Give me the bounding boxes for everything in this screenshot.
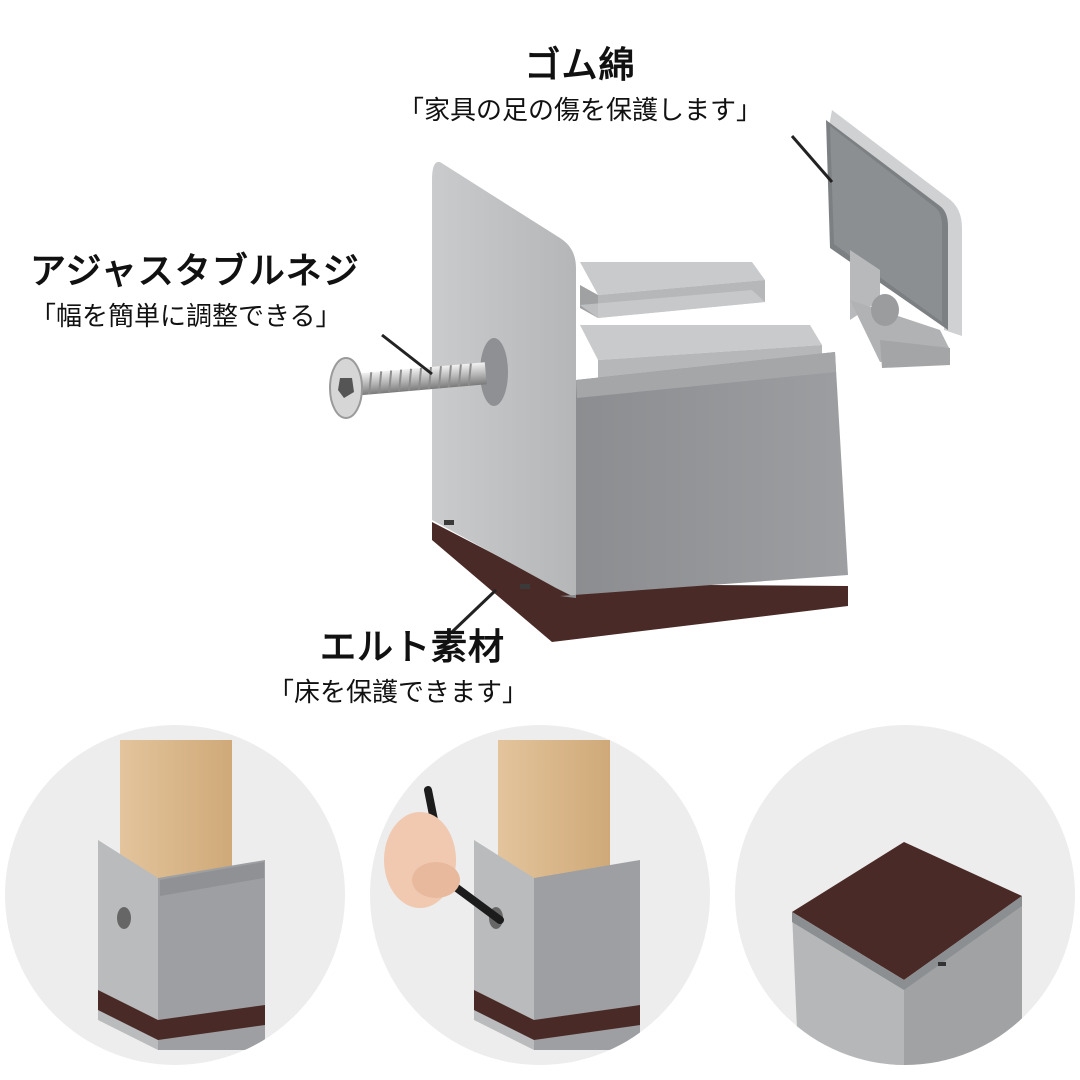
screw-hole: [480, 338, 508, 406]
front-block: [560, 352, 848, 598]
callout-rubber-title: ゴム綿: [524, 45, 636, 86]
leader-rubber: [790, 135, 834, 183]
felt-pad: [432, 522, 848, 642]
leader-screw: [381, 333, 433, 376]
main-riser: [432, 161, 848, 642]
usage-circle-3: [735, 725, 1075, 1065]
callout-felt-title: エルト素材: [320, 627, 506, 668]
callout-screw: アジャスタブルネジ 「幅を簡単に調整できる」: [30, 251, 360, 332]
callout-rubber: ゴム綿 「家具の足の傷を保護します」: [0, 45, 1080, 126]
callout-rubber-desc: 「家具の足の傷を保護します」: [397, 96, 762, 126]
callout-felt-desc: 「床を保護できます」: [268, 678, 529, 708]
callout-screw-title: アジャスタブルネジ: [30, 251, 360, 292]
callout-felt: エルト素材 「床を保護できます」: [268, 627, 529, 708]
adjustable-screw: [329, 357, 487, 419]
rubber-pad-part: [826, 110, 962, 368]
leader-felt: [450, 588, 498, 634]
callout-screw-desc: 「幅を簡単に調整できる」: [30, 302, 342, 332]
usage-circle-2: [370, 725, 710, 1065]
usage-circle-1: [5, 725, 345, 1065]
